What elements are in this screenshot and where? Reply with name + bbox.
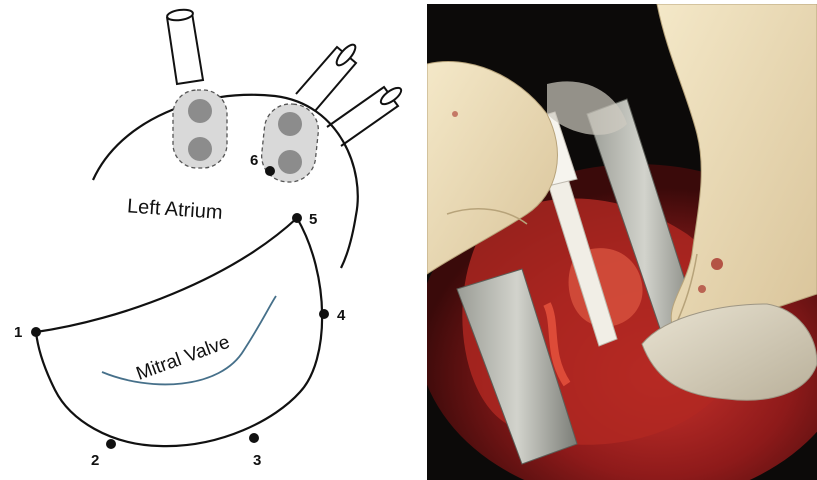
point-1-dot — [31, 327, 41, 337]
point-4-dot — [319, 309, 329, 319]
point-3-dot — [249, 433, 259, 443]
mitral-valve-outline — [36, 218, 322, 446]
left-atrium-label: Left Atrium — [126, 195, 223, 224]
vein-ostium-left — [173, 90, 227, 168]
point-6-dot — [265, 166, 275, 176]
point-2-label: 2 — [91, 452, 99, 469]
point-5-label: 5 — [309, 211, 317, 228]
point-2-dot — [106, 439, 116, 449]
heart-diagram: Left Atrium Mitral Valve 1 2 3 4 5 6 — [0, 0, 420, 480]
point-4-label: 4 — [337, 307, 346, 324]
point-1-label: 1 — [14, 324, 22, 341]
point-6-label: 6 — [250, 152, 258, 169]
point-3-label: 3 — [253, 452, 261, 469]
surgical-photo — [427, 4, 817, 480]
point-5-dot — [292, 213, 302, 223]
